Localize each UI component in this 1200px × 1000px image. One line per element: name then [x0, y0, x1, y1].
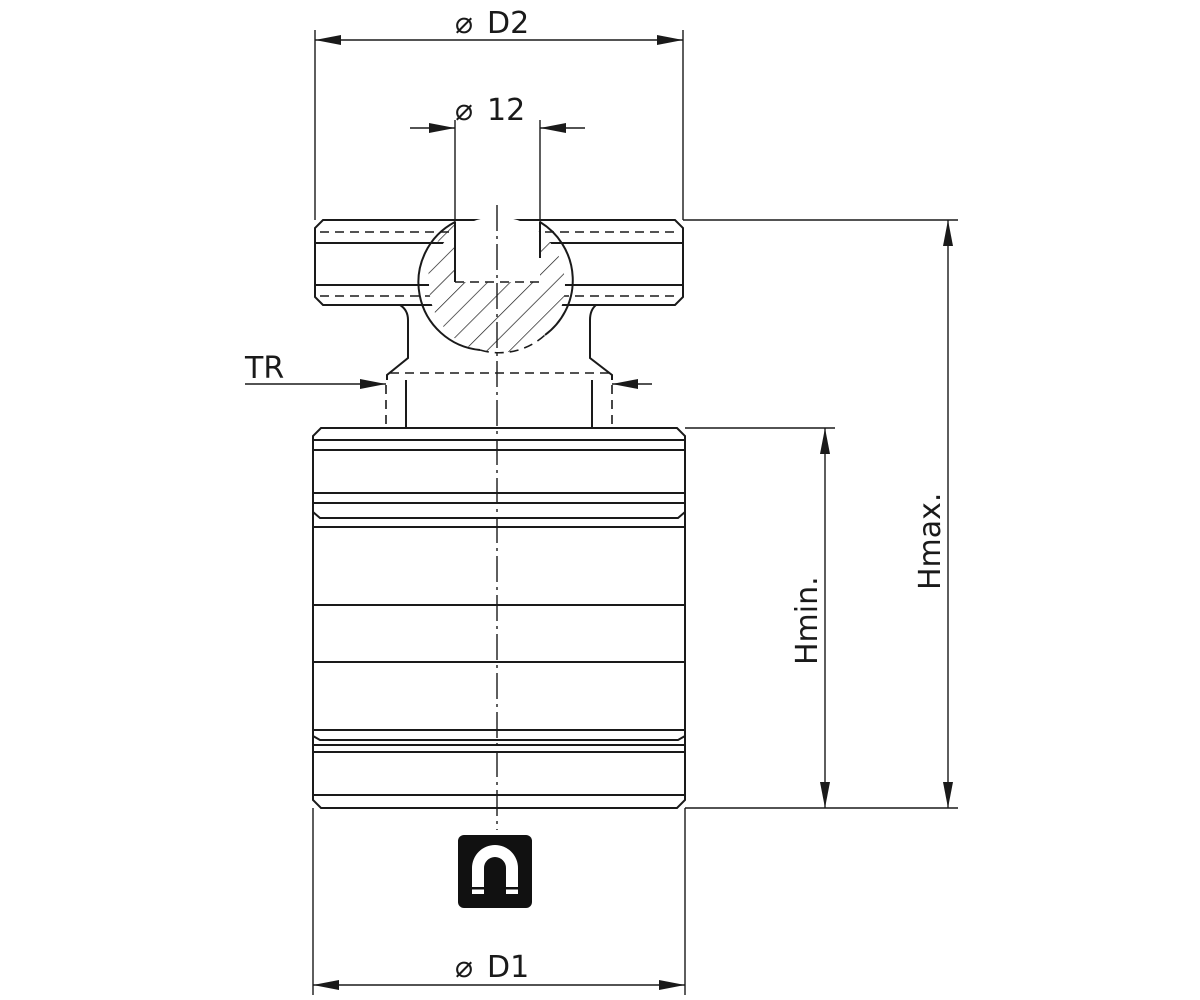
ball-joint: [417, 217, 574, 354]
bore-diameter-symbol: ⌀: [455, 93, 473, 128]
dimension-thread: TR: [244, 351, 652, 389]
hmax-label: Hmax.: [913, 493, 948, 590]
thread-label: TR: [244, 351, 284, 386]
d1-diameter-symbol: ⌀: [455, 950, 473, 985]
dimension-hmin: Hmin.: [685, 427, 835, 808]
hmin-label: Hmin.: [790, 576, 825, 665]
base-body: [312, 427, 686, 809]
dimension-hmax: Hmax.: [683, 219, 958, 809]
d1-label: D1: [487, 950, 529, 985]
dimension-d2: ⌀ D2: [314, 6, 684, 220]
bore-label: 12: [487, 93, 525, 128]
dimension-d1: ⌀ D1: [312, 808, 686, 995]
neck: [385, 304, 613, 428]
d2-diameter-symbol: ⌀: [455, 6, 473, 41]
magnet-icon: [458, 835, 532, 908]
dimension-bore: ⌀ 12: [410, 93, 585, 222]
d2-label: D2: [487, 6, 529, 41]
